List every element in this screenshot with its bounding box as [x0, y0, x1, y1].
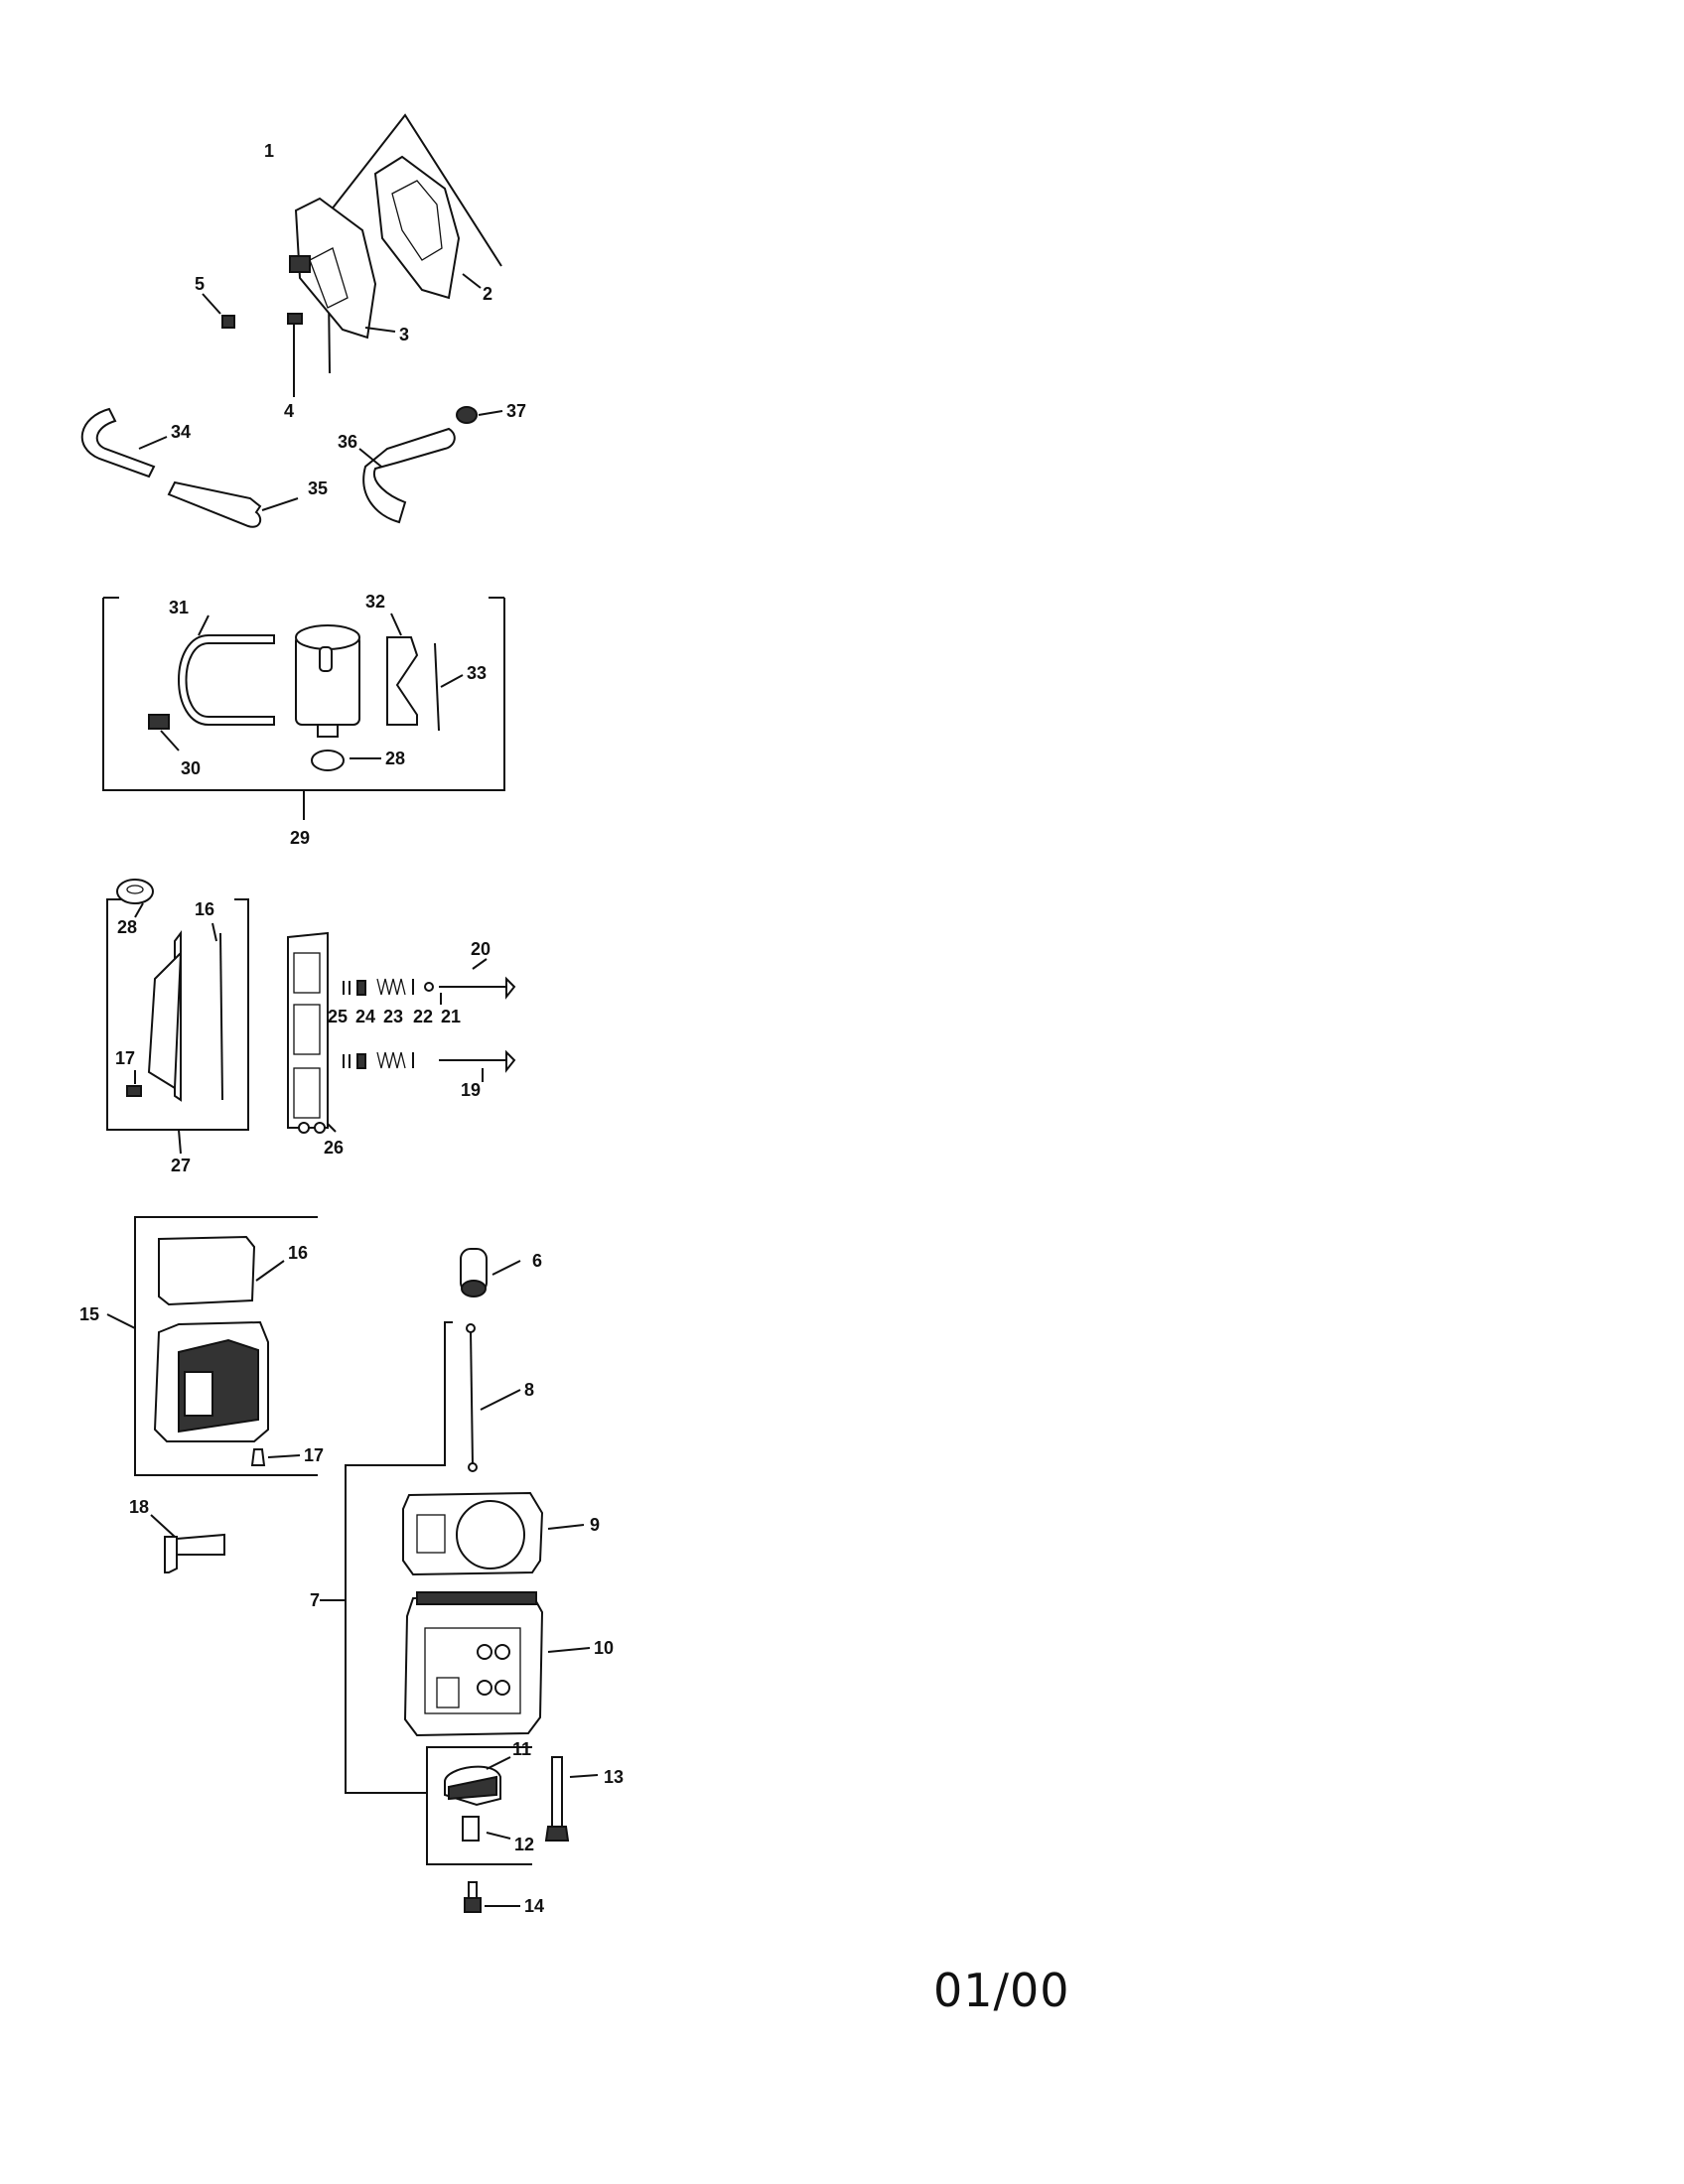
page-code: 01/00 [933, 1964, 1070, 2017]
group-15-rocker-cover: 16 15 17 18 [79, 1216, 324, 1573]
callout-14: 14 [524, 1896, 544, 1916]
bracket-7 [345, 1321, 453, 1794]
callout-37: 37 [506, 401, 526, 421]
part-37-clamp [456, 406, 478, 424]
lower-valve-stack [343, 1049, 516, 1073]
callout-35: 35 [308, 478, 328, 498]
callout-32: 32 [365, 592, 385, 612]
part-3-cover [294, 197, 377, 340]
callout-17b: 17 [304, 1445, 324, 1465]
part-26-head [287, 931, 329, 1129]
part-28-cap-b [116, 879, 154, 904]
callout-18: 18 [129, 1497, 149, 1517]
callout-17a: 17 [115, 1048, 135, 1068]
part-5-nut [221, 315, 235, 329]
callout-25: 25 [328, 1007, 348, 1026]
part-34-hose [80, 407, 156, 478]
callout-10: 10 [594, 1638, 614, 1658]
bracket-27 [106, 898, 249, 1131]
callout-4: 4 [284, 401, 294, 421]
callout-36: 36 [338, 432, 357, 452]
part-10-head [403, 1592, 544, 1737]
part-30-screw [148, 714, 170, 730]
bracket-1 [327, 113, 502, 267]
callout-27: 27 [171, 1156, 191, 1175]
part-35-hose [167, 480, 262, 528]
callout-15: 15 [79, 1304, 99, 1324]
part-4-screw [287, 313, 303, 325]
part-12-pivot [462, 1816, 480, 1842]
bracket-15 [134, 1216, 318, 1476]
group-breather-hoses: 34 35 36 37 [80, 401, 526, 528]
part-17-screw-b [250, 1448, 266, 1466]
part-3-boss [289, 255, 311, 273]
callout-30: 30 [181, 758, 201, 778]
group-27-valves: 28 16 17 27 26 20 19 25 24 23 22 21 [106, 879, 516, 1175]
part-17-screw [126, 1085, 142, 1097]
callout-24: 24 [355, 1007, 375, 1026]
callout-26: 26 [324, 1138, 344, 1158]
callout-20: 20 [471, 939, 491, 959]
part-8-pushrod [470, 1329, 474, 1466]
part-16-strip [219, 932, 223, 1101]
group-valve-cover: 1 2 3 4 5 [195, 113, 502, 421]
part-13-bolt [551, 1756, 563, 1828]
part-18-bracket [164, 1536, 178, 1573]
part-32-bracket [386, 636, 419, 726]
callout-16a: 16 [195, 899, 214, 919]
part-36-hose [362, 427, 456, 524]
callout-33: 33 [467, 663, 487, 683]
callout-19: 19 [461, 1080, 481, 1100]
bracket-11-12 [426, 1746, 532, 1865]
callout-1: 1 [264, 141, 274, 161]
callout-28a: 28 [385, 749, 405, 768]
callout-12: 12 [514, 1835, 534, 1854]
callout-21: 21 [441, 1007, 461, 1026]
callout-34: 34 [171, 422, 191, 442]
callout-9: 9 [590, 1515, 600, 1535]
callout-6: 6 [532, 1251, 542, 1271]
group-7-cylinder-head: 6 8 9 10 7 11 12 13 14 [310, 1248, 624, 1916]
part-28-cap [311, 750, 345, 771]
part-33-rod [434, 642, 440, 732]
callout-23: 23 [383, 1007, 403, 1026]
callout-2: 2 [483, 284, 492, 304]
callout-16b: 16 [288, 1243, 308, 1263]
callout-31: 31 [169, 598, 189, 617]
callout-28b: 28 [117, 917, 137, 937]
callout-29: 29 [290, 828, 310, 848]
part-27-cover [147, 950, 183, 1090]
part-16-gasket [158, 1235, 256, 1306]
part-31-strap [178, 634, 275, 726]
callout-11: 11 [512, 1739, 531, 1759]
callout-8: 8 [524, 1380, 534, 1400]
callout-3: 3 [399, 325, 409, 344]
callout-13: 13 [604, 1767, 624, 1787]
upper-valve-stack [343, 976, 516, 1000]
callout-7: 7 [310, 1590, 320, 1610]
callout-22: 22 [413, 1007, 433, 1026]
group-29-box: 31 32 33 30 28 29 [102, 592, 505, 848]
callout-5: 5 [195, 274, 205, 294]
